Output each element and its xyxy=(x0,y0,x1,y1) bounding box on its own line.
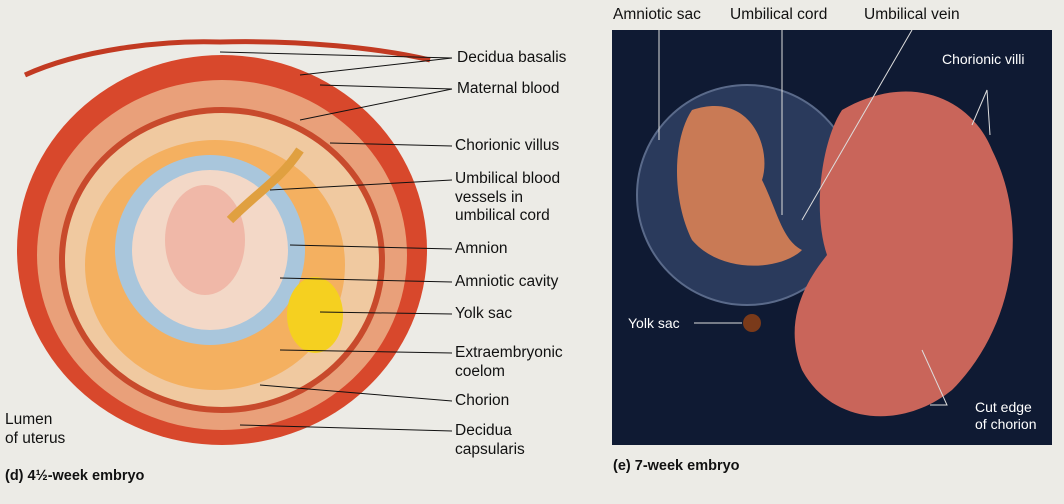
caption-e: (e) 7-week embryo xyxy=(613,458,740,474)
label-chorionic-villus: Chorionic villus xyxy=(455,137,560,154)
photo-illustration xyxy=(636,30,1013,417)
label-amniotic-cavity: Amniotic cavity xyxy=(455,273,559,290)
label-umbilical-vessels: Umbilical blood vessels in umbilical cor… xyxy=(455,170,560,226)
label-maternal-blood: Maternal blood xyxy=(457,80,560,97)
label-amnion: Amnion xyxy=(455,240,508,257)
chorion-shape xyxy=(794,91,1013,417)
label-line: Cut edge xyxy=(975,399,1032,415)
label-chorionic-villi: Chorionic villi xyxy=(942,51,1025,67)
label-line: Umbilical blood xyxy=(455,170,561,187)
yolk-sac xyxy=(287,277,343,353)
leader-lines xyxy=(219,51,453,432)
label-yolk-sac: Yolk sac xyxy=(455,305,513,322)
label-line: of uterus xyxy=(5,429,66,447)
label-line: capsularis xyxy=(455,440,525,458)
embryo-shape xyxy=(677,106,802,266)
embryo-photo xyxy=(612,30,1052,445)
label-line: umbilical cord xyxy=(455,207,550,224)
label-line: coelom xyxy=(455,362,505,380)
label-lumen-of-uterus: Lumen of uterus xyxy=(5,411,65,448)
label-line: Extraembryonic xyxy=(455,344,563,361)
label-cut-edge-of-chorion: Cut edge of chorion xyxy=(975,399,1036,433)
label-chorion: Chorion xyxy=(455,392,510,409)
label-decidua-capsularis: Decidua capsularis xyxy=(455,422,525,459)
yolk-sac-shape xyxy=(743,314,761,332)
label-line: Decidua xyxy=(455,422,512,439)
uterine-vessel xyxy=(23,39,431,78)
embryo xyxy=(165,185,245,295)
caption-d: (d) 4½-week embryo xyxy=(5,468,145,484)
label-umbilical-cord: Umbilical cord xyxy=(730,6,828,23)
label-extraembryonic-coelom: Extraembryonic coelom xyxy=(455,344,563,381)
umbilical-cord xyxy=(226,147,304,224)
label-line: of chorion xyxy=(975,416,1037,432)
label-line: vessels in xyxy=(455,188,524,206)
label-umbilical-vein: Umbilical vein xyxy=(864,6,960,23)
label-line: Lumen xyxy=(5,411,53,428)
label-decidua-basalis: Decidua basalis xyxy=(457,49,567,66)
label-yolk-sac-photo: Yolk sac xyxy=(628,315,680,331)
label-amniotic-sac: Amniotic sac xyxy=(613,6,701,23)
